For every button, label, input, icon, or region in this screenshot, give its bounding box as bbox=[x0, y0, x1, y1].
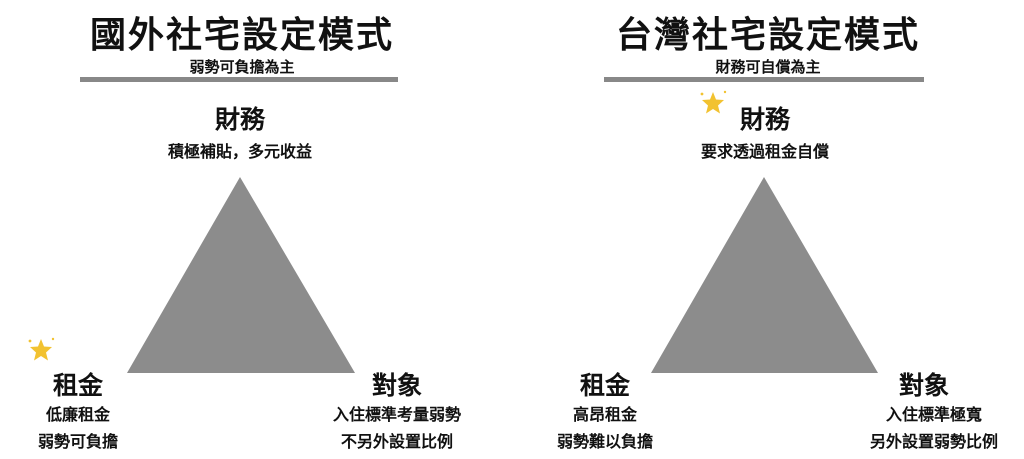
node-target-desc-line: 另外設置弱勢比例 bbox=[869, 432, 998, 451]
node-rent-label: 租金 bbox=[52, 371, 103, 400]
star-icon bbox=[700, 90, 727, 114]
star-icon bbox=[28, 337, 55, 361]
node-target-label: 對象 bbox=[371, 371, 422, 400]
panel-title: 台灣社宅設定模式 bbox=[615, 15, 920, 56]
foreign-model-panel: 國外社宅設定模式 弱勢可負擔為主 財務 積極補貼，多元收益 租金 低廉租金 弱勢… bbox=[0, 15, 487, 455]
node-finance-label: 財務 bbox=[214, 105, 265, 134]
node-rent-desc-line: 高昂租金 bbox=[572, 405, 637, 424]
node-finance-label: 財務 bbox=[739, 105, 790, 134]
node-target-desc-line: 入住標準考量弱勢 bbox=[332, 405, 461, 424]
title-divider bbox=[604, 77, 924, 82]
node-rent-desc: 低廉租金 弱勢可負擔 bbox=[0, 401, 156, 455]
triangle-diagram bbox=[127, 177, 355, 373]
node-target-desc: 入住標準極寬 另外設置弱勢比例 bbox=[849, 401, 1019, 455]
node-rent-desc-line: 弱勢可負擔 bbox=[37, 432, 118, 451]
taiwan-model-panel: 台灣社宅設定模式 財務可自償為主 財務 要求透過租金自償 租金 高昂租金 弱勢難… bbox=[512, 0, 1024, 459]
node-target-desc-line: 入住標準極寬 bbox=[885, 405, 982, 424]
model-triangle bbox=[127, 177, 355, 373]
panel-subtitle: 弱勢可負擔為主 bbox=[189, 58, 295, 76]
node-rent-desc-line: 弱勢難以負擔 bbox=[556, 432, 653, 451]
title-divider bbox=[80, 77, 398, 82]
panel-subtitle: 財務可自償為主 bbox=[715, 58, 821, 76]
node-target-label: 對象 bbox=[898, 371, 949, 400]
model-triangle bbox=[651, 177, 878, 373]
node-target-desc-line: 不另外設置比例 bbox=[340, 432, 453, 451]
panel-title: 國外社宅設定模式 bbox=[89, 15, 394, 56]
node-rent-desc: 高昂租金 弱勢難以負擔 bbox=[525, 401, 685, 455]
node-finance-desc: 積極補貼，多元收益 bbox=[167, 142, 312, 161]
node-rent-desc-line: 低廉租金 bbox=[45, 405, 110, 424]
node-rent-label: 租金 bbox=[579, 371, 630, 400]
node-finance-desc: 要求透過租金自償 bbox=[700, 142, 829, 161]
triangle-diagram bbox=[651, 177, 878, 373]
node-target-desc: 入住標準考量弱勢 不另外設置比例 bbox=[307, 401, 487, 455]
